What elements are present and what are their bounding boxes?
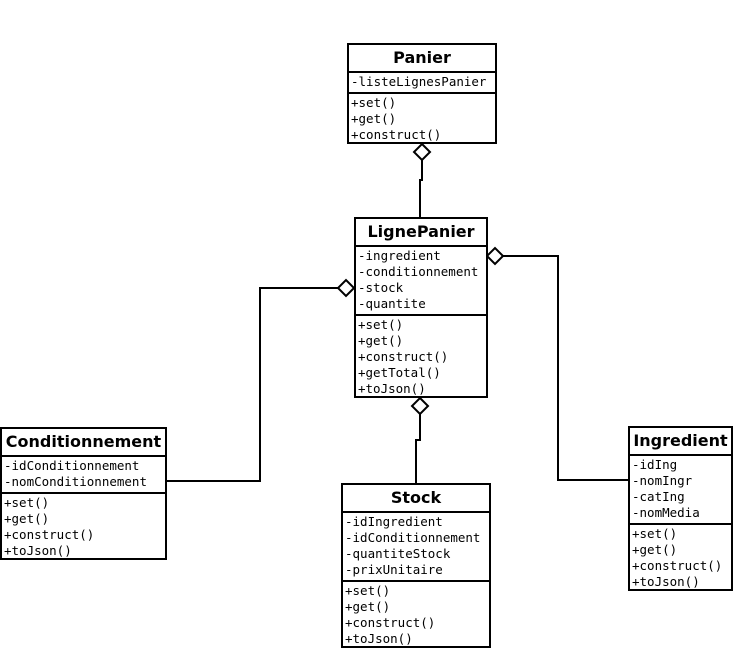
methods-section: +set() +get() +construct() +toJson() (343, 582, 489, 648)
class-name: Conditionnement (2, 429, 165, 457)
method: +get() (345, 599, 391, 614)
method: +toJson() (4, 543, 72, 558)
method: +getTotal() (358, 365, 441, 380)
attributes-section: -idIng -nomIngr -catIng -nomMedia (630, 456, 731, 525)
class-name: Stock (343, 485, 489, 513)
attribute: -idConditionnement (4, 458, 140, 473)
class-name: Panier (349, 45, 495, 73)
attribute: -stock (358, 280, 404, 295)
method: +set() (351, 95, 397, 110)
attribute: -ingredient (358, 248, 441, 263)
aggregation-line-lignepanier-stock (415, 414, 421, 483)
method: +construct() (345, 615, 436, 630)
method: +get() (4, 511, 50, 526)
class-panier[interactable]: Panier -listeLignesPanier +set() +get() … (347, 43, 497, 144)
class-conditionnement[interactable]: Conditionnement -idConditionnement -nomC… (0, 427, 167, 560)
methods-section: +set() +get() +construct() +toJson() (2, 494, 165, 561)
method: +toJson() (345, 631, 413, 646)
methods-section: +set() +get() +construct() +toJson() (630, 525, 731, 592)
aggregation-diamond-ingredient (485, 246, 505, 266)
class-stock[interactable]: Stock -idIngredient -idConditionnement -… (341, 483, 491, 648)
attributes-section: -listeLignesPanier (349, 73, 495, 94)
class-ingredient[interactable]: Ingredient -idIng -nomIngr -catIng -nomM… (628, 426, 733, 591)
method: +construct() (351, 127, 442, 142)
attributes-section: -idIngredient -idConditionnement -quanti… (343, 513, 489, 582)
method: +get() (351, 111, 397, 126)
aggregation-line-panier-lignepanier (419, 160, 423, 217)
method: +get() (632, 542, 678, 557)
attribute: -conditionnement (358, 264, 479, 279)
class-name: LignePanier (356, 219, 486, 247)
attribute: -nomMedia (632, 505, 700, 520)
method: +toJson() (632, 574, 700, 589)
method: +set() (345, 583, 391, 598)
aggregation-diamond-panier (412, 142, 432, 162)
method: +set() (358, 317, 404, 332)
method: +get() (358, 333, 404, 348)
attributes-section: -ingredient -conditionnement -stock -qua… (356, 247, 486, 316)
attribute: -quantite (358, 296, 426, 311)
method: +construct() (358, 349, 449, 364)
attribute: -prixUnitaire (345, 562, 443, 577)
attribute: -nomConditionnement (4, 474, 147, 489)
method: +construct() (632, 558, 723, 573)
attribute: -quantiteStock (345, 546, 451, 561)
class-lignepanier[interactable]: LignePanier -ingredient -conditionnement… (354, 217, 488, 398)
method: +toJson() (358, 381, 426, 396)
aggregation-diamond-conditionnement (336, 278, 356, 298)
attribute: -idIngredient (345, 514, 443, 529)
attribute: -idIng (632, 457, 678, 472)
method: +set() (632, 526, 678, 541)
aggregation-line-lignepanier-ingredient (503, 255, 628, 481)
methods-section: +set() +get() +construct() (349, 94, 495, 145)
class-name: Ingredient (630, 428, 731, 456)
method: +construct() (4, 527, 95, 542)
methods-section: +set() +get() +construct() +getTotal() +… (356, 316, 486, 399)
attribute: -listeLignesPanier (351, 74, 487, 89)
attribute: -catIng (632, 489, 685, 504)
attribute: -idConditionnement (345, 530, 481, 545)
aggregation-line-lignepanier-conditionnement (167, 287, 338, 482)
attribute: -nomIngr (632, 473, 693, 488)
method: +set() (4, 495, 50, 510)
attributes-section: -idConditionnement -nomConditionnement (2, 457, 165, 494)
aggregation-diamond-stock (410, 396, 430, 416)
